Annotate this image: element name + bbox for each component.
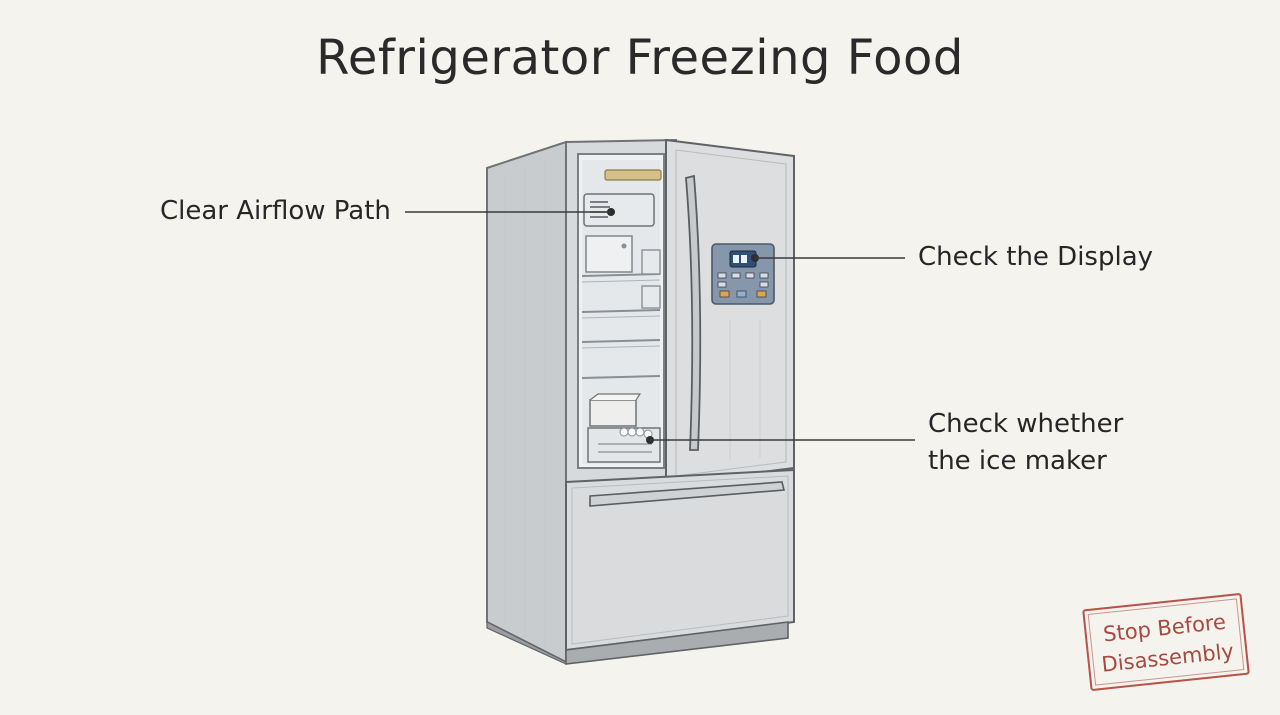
interior-shelves [581, 273, 661, 379]
air-vent [583, 193, 655, 227]
drawer-handle [589, 481, 786, 507]
callout-ice-line2: the ice maker [928, 446, 1107, 476]
callout-display-label: Check the Display [918, 242, 1154, 272]
fridge-side-panel [486, 140, 567, 664]
freezer-drawer [565, 468, 795, 652]
diagram-title: Refrigerator Freezing Food [316, 30, 964, 86]
warning-stamp: Stop Before Disassembly [1082, 592, 1250, 692]
panel-buttons [717, 272, 769, 298]
fridge-base [565, 621, 789, 665]
door-handle [685, 174, 702, 451]
shelf-container [585, 235, 633, 273]
interior-light [604, 169, 662, 181]
callout-ice-maker-label: Check whether the ice maker [928, 406, 1123, 480]
door-bins [641, 249, 661, 309]
ice-maker-box [589, 399, 637, 427]
callout-ice-line1: Check whether [928, 409, 1124, 439]
callout-airflow-label: Clear Airflow Path [160, 196, 391, 226]
